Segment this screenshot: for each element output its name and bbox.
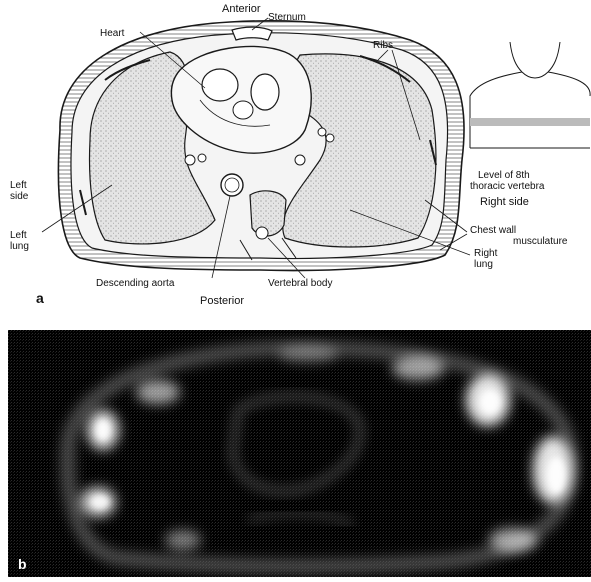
label-left-lung-line1: Left (10, 230, 27, 241)
label-sternum: Sternum (268, 12, 306, 23)
panel-letter-b: b (18, 556, 27, 572)
sternum-shape (232, 27, 272, 40)
label-level-line2: thoracic vertebra (470, 181, 544, 192)
cross-section-diagram: Anterior Sternum Heart Ribs Left side Le… (0, 0, 591, 318)
label-posterior: Posterior (200, 296, 244, 307)
label-right-lung-line2: lung (474, 259, 493, 270)
label-left-lung-line2: lung (10, 241, 29, 252)
panel-letter-a: a (36, 290, 44, 306)
label-descending-aorta: Descending aorta (96, 278, 174, 289)
label-chest-wall-line2: musculature (513, 236, 567, 247)
label-right-lung-line1: Right (474, 248, 497, 259)
torso-inset (470, 42, 590, 148)
label-ribs: Ribs (373, 40, 393, 51)
label-heart: Heart (100, 28, 124, 39)
vertebra-shape (250, 191, 286, 236)
label-right-side: Right side (480, 197, 529, 208)
label-left-side: Left side (10, 180, 28, 202)
scan-image: b (8, 330, 591, 577)
label-anterior: Anterior (222, 4, 261, 15)
cross-section-drawing (0, 0, 591, 318)
label-chest-wall-line1: Chest wall (470, 225, 516, 236)
scan-drawing (8, 330, 591, 577)
label-level-line1: Level of 8th (478, 170, 530, 181)
label-vertebral-body: Vertebral body (268, 278, 333, 289)
